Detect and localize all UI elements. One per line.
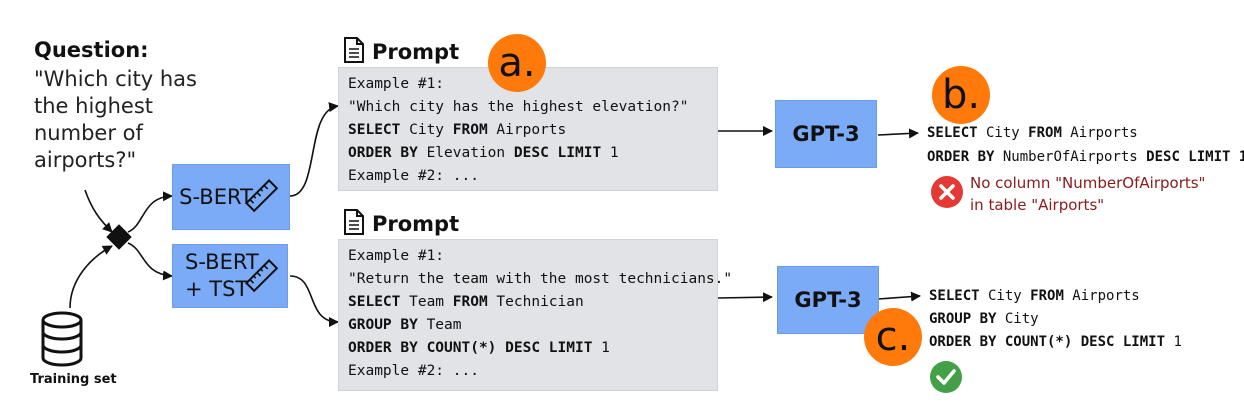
question-line: "Which city has — [34, 67, 197, 91]
output-a-select-line: SELECT City FROM Airports — [927, 125, 1138, 141]
prompt-a-question: "Which city has the highest elevation?" — [348, 99, 689, 115]
ruler-icon — [245, 179, 279, 213]
prompt-b-order-line: ORDER BY COUNT(*) DESC LIMIT 1 — [348, 340, 610, 356]
sbert-tst-label-line1: S-BERT — [185, 250, 259, 274]
prompt-b-example2: Example #2: ... — [348, 363, 479, 379]
prompt-a-example1: Example #1: — [348, 76, 445, 92]
prompt-a-order-line: ORDER BY Elevation DESC LIMIT 1 — [348, 145, 619, 161]
check-icon — [930, 361, 962, 393]
prompt-a-select-line: SELECT City FROM Airports — [348, 122, 567, 138]
prompt-b-group-line: GROUP BY Team — [348, 317, 462, 333]
ruler-icon — [245, 259, 279, 293]
question-line: the highest — [34, 94, 154, 118]
arrow-merge-to-sbert — [127, 191, 173, 233]
sbert-retriever-box: S-BERT — [172, 164, 290, 230]
document-icon — [344, 37, 364, 63]
arrow-question-to-merge — [84, 189, 113, 233]
training-set-label: Training set — [30, 372, 117, 387]
error-icon — [931, 176, 963, 208]
document-icon — [344, 209, 364, 235]
badge-a: a. — [488, 34, 546, 92]
prompt-b-title: Prompt — [372, 212, 460, 236]
prompt-a-example2: Example #2: ... — [348, 168, 479, 184]
output-b-order-line: ORDER BY COUNT(*) DESC LIMIT 1 — [929, 334, 1182, 350]
gpt3-box-a: GPT-3 — [775, 100, 877, 168]
gpt3-label: GPT-3 — [794, 288, 862, 312]
gpt3-box-b: GPT-3 — [777, 266, 879, 334]
arrow-sbert-tst-to-prompt-b — [289, 275, 339, 327]
database-icon — [41, 311, 83, 367]
prompt-b-box: Example #1: "Return the team with the mo… — [338, 239, 732, 391]
question-heading: Question: — [34, 38, 149, 62]
output-a-order-line: ORDER BY NumberOfAirports DESC LIMIT 1 — [927, 149, 1244, 165]
badge-c: c. — [864, 308, 922, 366]
arrow-merge-to-sbert-tst — [127, 242, 173, 281]
prompt-b-select-line: SELECT Team FROM Technician — [348, 294, 584, 310]
question-line: airports?" — [34, 148, 137, 172]
merge-diamond — [106, 224, 132, 250]
error-message-line2: in table "Airports" — [970, 196, 1105, 214]
question-line: number of — [34, 121, 143, 145]
arrow-sbert-to-prompt-a — [289, 102, 339, 197]
gpt3-label: GPT-3 — [792, 122, 860, 146]
prompt-b-question: "Return the team with the most technicia… — [348, 271, 733, 287]
sbert-label: S-BERT — [179, 184, 253, 209]
arrow-gpt-to-output-b — [877, 291, 921, 302]
output-b-group-line: GROUP BY City — [929, 311, 1039, 327]
prompt-a-title: Prompt — [372, 40, 460, 64]
output-b-select-line: SELECT City FROM Airports — [929, 288, 1140, 304]
error-message-line1: No column "NumberOfAirports" — [970, 174, 1206, 192]
arrow-gpt-to-output-a — [877, 128, 919, 139]
sbert-tst-label-line2: + TST — [185, 277, 249, 301]
arrow-prompt-b-to-gpt — [717, 292, 773, 303]
prompt-b-example1: Example #1: — [348, 248, 445, 264]
arrow-training-to-merge — [69, 245, 113, 309]
badge-b: b. — [932, 66, 990, 124]
